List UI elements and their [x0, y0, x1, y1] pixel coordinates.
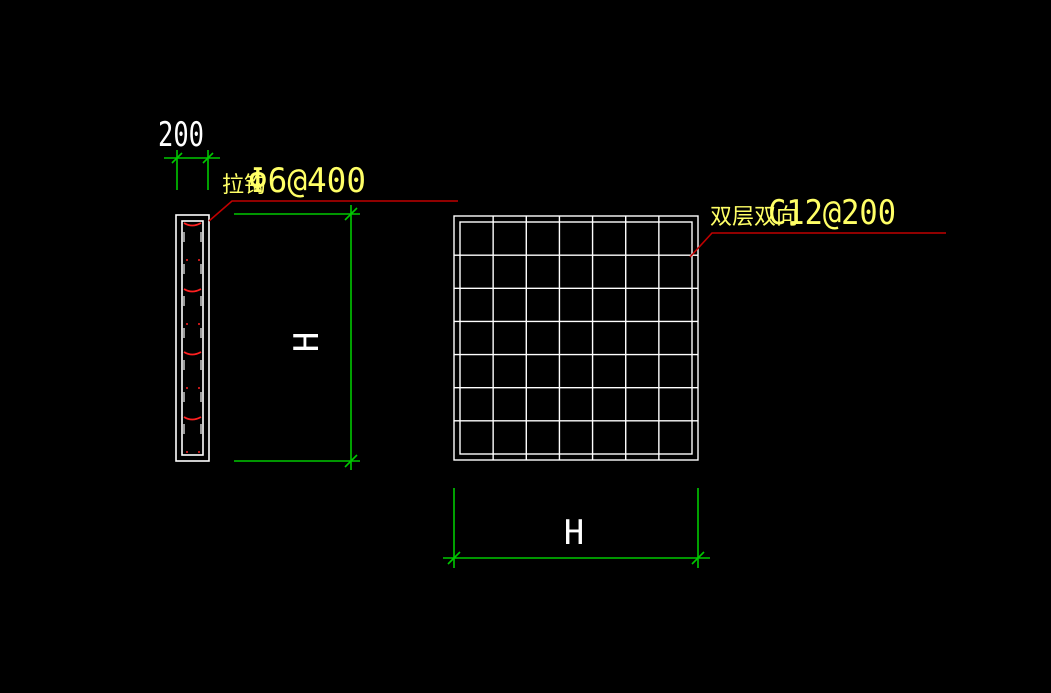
mesh-view: H 双层双向 C12@200 [443, 193, 946, 568]
section-outline [175, 214, 210, 462]
section-width-label: 200 [158, 115, 204, 155]
section-width-dimension [164, 150, 220, 190]
tie-label-code: Φ6@400 [248, 161, 366, 201]
tie-leader-line [208, 200, 458, 222]
tie-mark [183, 288, 202, 293]
section-height-label: H [287, 332, 327, 352]
tie-mark [183, 351, 202, 356]
tie-mark [183, 416, 202, 421]
mesh-width-dimension [443, 488, 710, 568]
tie-mark [183, 222, 202, 227]
rebar-mesh [453, 215, 699, 461]
mesh-width-label: H [564, 513, 584, 553]
rebar-label-prefix: 双层双向 [710, 205, 798, 230]
section-view: 200 H 拉钩 Φ6@400 [158, 115, 458, 470]
rebar-leader-line [689, 232, 946, 258]
section-height-dimension [234, 205, 360, 470]
rebar-label-code: C12@200 [768, 193, 896, 233]
tie-label-prefix: 拉钩 [222, 173, 266, 198]
section-ties [183, 222, 202, 453]
